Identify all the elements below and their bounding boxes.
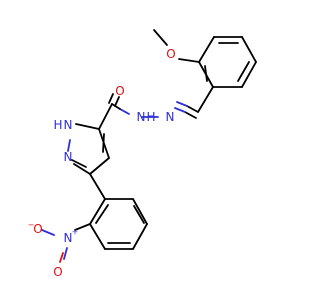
amide-nh-label: N bbox=[137, 110, 146, 124]
bond bbox=[119, 108, 130, 115]
bond bbox=[71, 159, 87, 168]
bond bbox=[108, 93, 114, 104]
chemical-structure: O O N H N H N N N + O − O bbox=[28, 29, 257, 279]
bond bbox=[73, 163, 91, 175]
bond bbox=[95, 204, 109, 224]
bond bbox=[89, 157, 110, 175]
nitro-o-label: O bbox=[53, 265, 62, 279]
bond bbox=[198, 36, 215, 63]
bond bbox=[241, 36, 257, 63]
bond bbox=[59, 252, 64, 263]
bond bbox=[178, 58, 200, 63]
bond bbox=[74, 223, 91, 231]
bond bbox=[89, 173, 106, 200]
bond bbox=[241, 61, 257, 88]
bond bbox=[67, 139, 71, 152]
methoxy-oxygen-label: O bbox=[166, 47, 175, 61]
bond bbox=[132, 223, 148, 250]
bond bbox=[114, 96, 120, 107]
bond bbox=[41, 229, 55, 236]
bond bbox=[75, 123, 100, 130]
bond bbox=[132, 198, 148, 225]
bond bbox=[111, 103, 121, 110]
bond bbox=[186, 105, 199, 113]
bond bbox=[102, 133, 105, 153]
bonds bbox=[41, 29, 257, 263]
bond bbox=[89, 223, 106, 250]
nitro-n-label: N bbox=[64, 231, 73, 245]
nitro-plus-label: + bbox=[72, 228, 79, 237]
pyrazole-n-label: N bbox=[64, 150, 73, 164]
bond bbox=[176, 101, 188, 107]
atom-labels: O O N H N H N N N + O − O bbox=[28, 47, 176, 279]
hydrazone-n-label: N bbox=[166, 110, 175, 124]
bond bbox=[184, 111, 197, 119]
pyrazole-nh-label: N bbox=[64, 118, 73, 132]
bond bbox=[237, 61, 250, 82]
bond bbox=[63, 247, 68, 260]
bond bbox=[89, 198, 106, 225]
bond bbox=[133, 205, 145, 224]
bond bbox=[98, 103, 113, 130]
nitro-o-minus-label: O bbox=[33, 222, 42, 236]
amide-h-label: H bbox=[146, 110, 155, 124]
bond bbox=[174, 107, 186, 113]
bond bbox=[153, 29, 168, 46]
pyrazole-h-label: H bbox=[53, 118, 62, 132]
minus-charge-label: − bbox=[28, 221, 35, 230]
bond bbox=[204, 65, 208, 82]
bond bbox=[197, 86, 214, 113]
carbonyl-oxygen-label: O bbox=[115, 84, 124, 98]
